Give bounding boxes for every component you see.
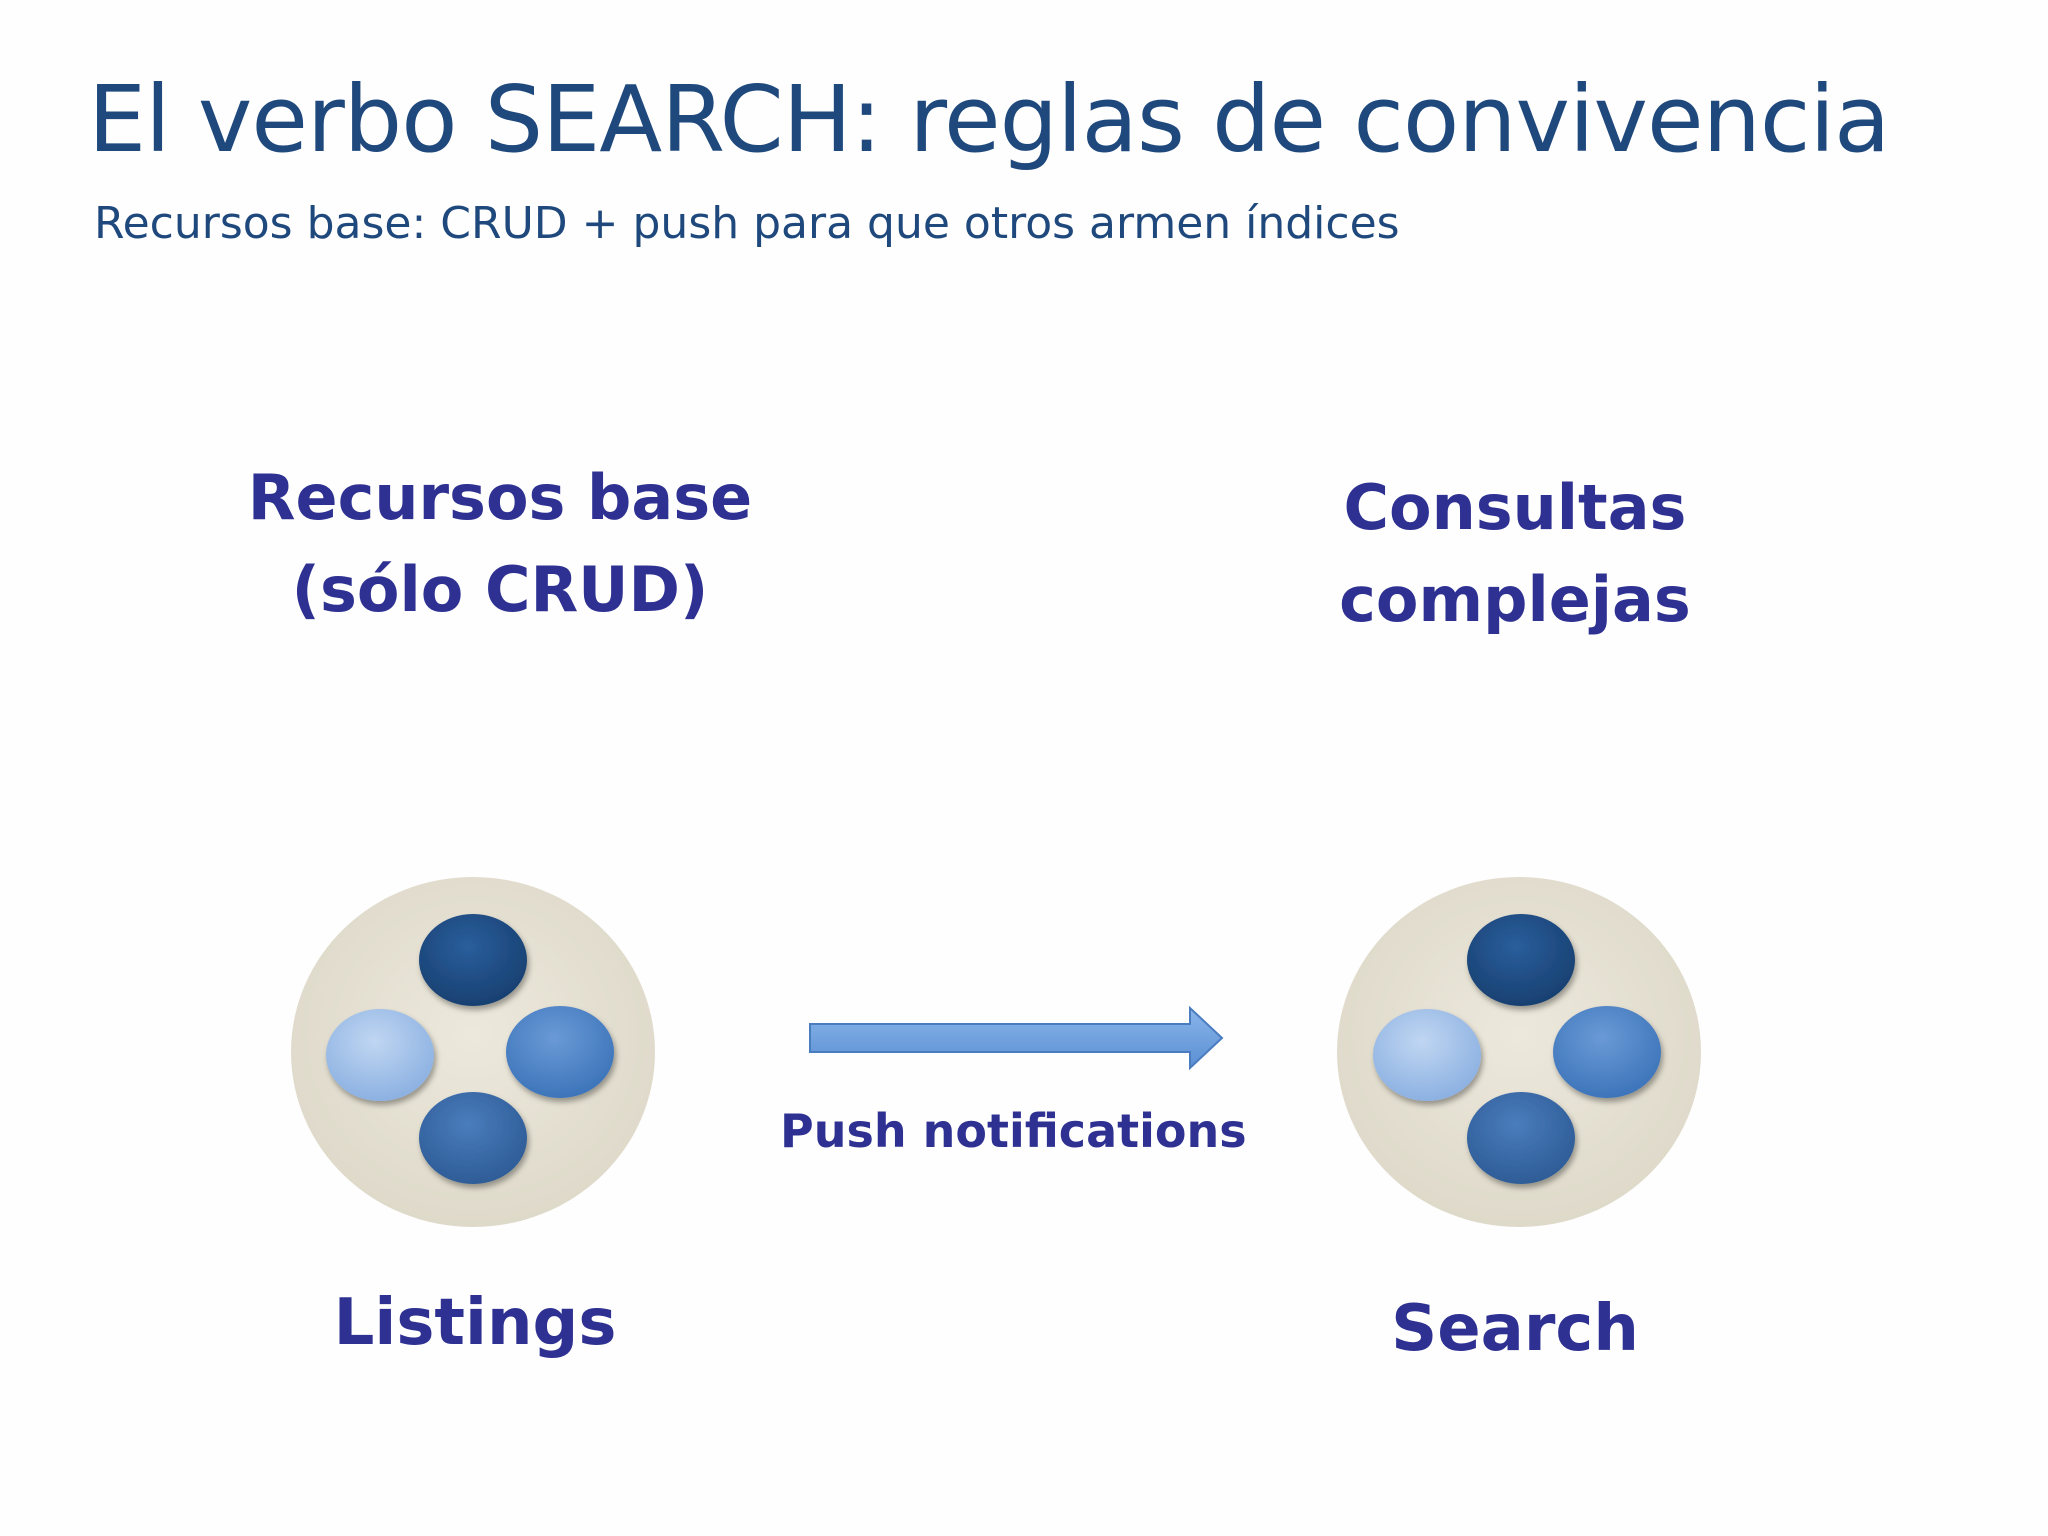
listings-icon [291, 877, 655, 1227]
search-node-right [1553, 1006, 1661, 1098]
slide-subtitle: Recursos base: CRUD + push para que otro… [94, 198, 1400, 249]
right-arrow-icon [809, 1005, 1224, 1071]
search-disc [1337, 877, 1701, 1227]
push-notifications-label: Push notifications [780, 1104, 1247, 1158]
slide-title: El verbo SEARCH: reglas de convivencia [88, 66, 1890, 173]
complex-queries-heading: Consultas complejas [1339, 471, 1691, 636]
listings-node-left [326, 1009, 434, 1101]
listings-node-right [506, 1006, 614, 1098]
listings-disc [291, 877, 655, 1227]
search-node-bottom [1467, 1092, 1575, 1184]
base-resources-heading: Recursos base (sólo CRUD) [247, 461, 753, 626]
search-label: Search [1391, 1292, 1639, 1366]
search-node-top [1467, 914, 1575, 1006]
listings-node-top [419, 914, 527, 1006]
search-icon [1337, 877, 1701, 1227]
listings-node-bottom [419, 1092, 527, 1184]
listings-label: Listings [333, 1286, 617, 1360]
search-node-left [1373, 1009, 1481, 1101]
